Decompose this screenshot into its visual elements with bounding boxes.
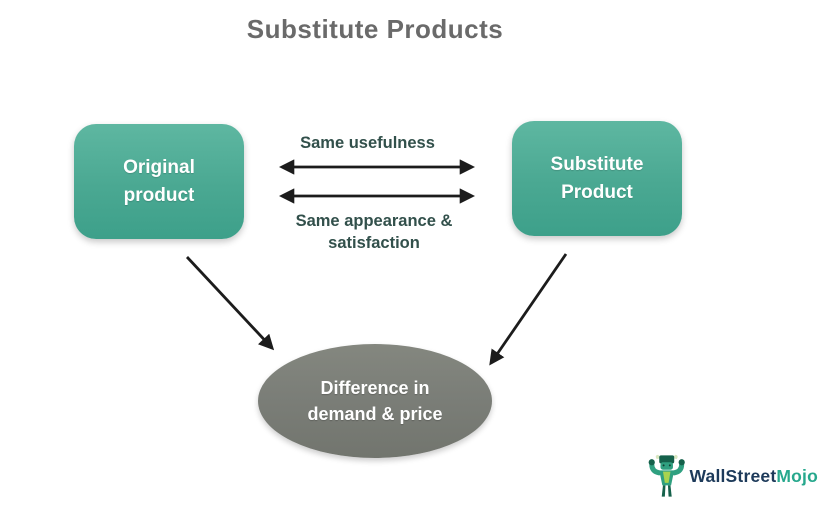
node-substitute-product: Substitute Product: [512, 121, 682, 236]
relation-label-same-appearance: Same appearance & satisfaction: [295, 212, 453, 252]
relation-label-same-usefulness: Same usefulness: [300, 134, 435, 152]
logo-text-mojo: Mojo: [776, 465, 818, 486]
arrow-original-to-outcome: [185, 256, 275, 351]
node-outcome-ellipse: Difference in demand & price: [258, 344, 492, 458]
logo-wordmark: WallStreetMojo: [689, 466, 818, 487]
diagram-title: Substitute Products: [246, 14, 504, 44]
logo-text-wallstreet: WallStreet: [689, 465, 777, 486]
outcome-label: Difference in demand & price: [307, 378, 443, 424]
wallstreetmojo-logo: WallStreetMojo: [648, 448, 818, 504]
original-product-label: Original product: [123, 156, 195, 206]
arrow-substitute-to-outcome: [489, 253, 568, 366]
bull-mascot-icon: [648, 454, 685, 497]
node-original-product: Original product: [74, 124, 244, 239]
substitute-product-label: Substitute Product: [550, 153, 644, 203]
